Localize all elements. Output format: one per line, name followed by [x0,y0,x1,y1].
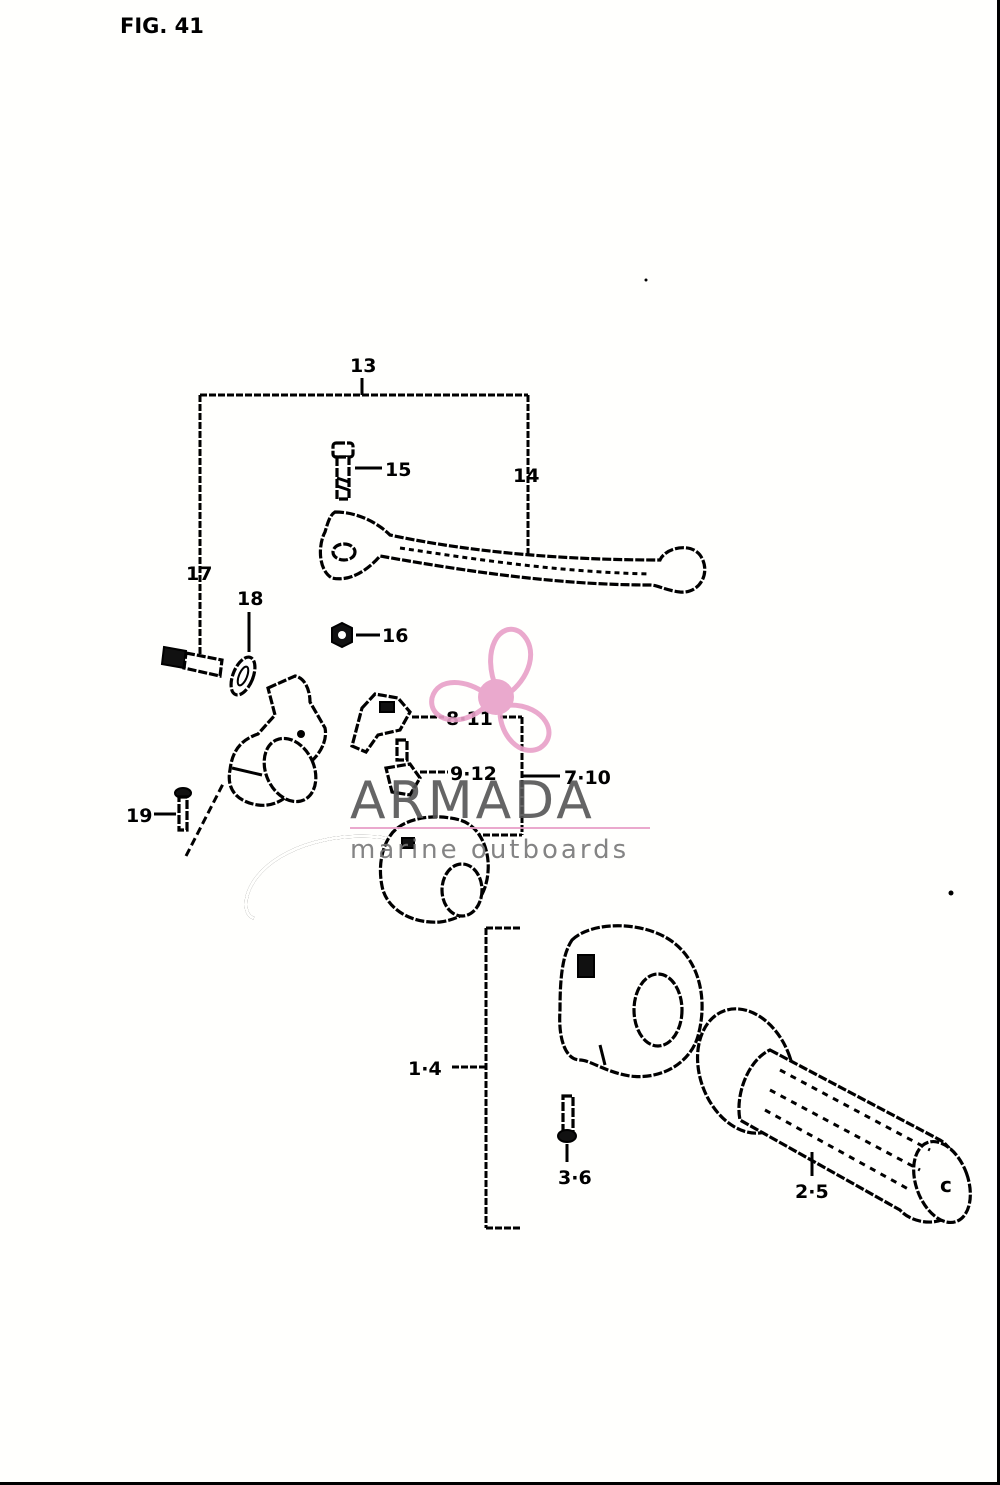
figure-title: FIG. 41 [120,14,204,38]
bracket-1-4 [452,926,522,1230]
part-lever-holder [227,674,328,807]
part-switch-housing-with-cable [244,815,490,924]
part-2-5-grip: c [695,1007,972,1225]
part-19-screw [154,781,226,857]
callout-3-6: 3·6 [558,1167,592,1189]
callout-16: 16 [382,625,408,647]
svg-text:c: c [940,1173,952,1197]
watermark-brand: ARMADA [350,771,595,831]
part-9-12-small-switch [384,738,448,797]
part-throttle-housing [558,924,704,1079]
callout-13: 13 [350,355,376,377]
part-8-11-switch [350,692,444,754]
part-18-washer [229,612,257,697]
watermark: ARMADA marine outboards [350,626,650,865]
callout-14: 14 [513,465,539,487]
callout-7-10: 7·10 [564,767,611,789]
callout-9-12: 9·12 [450,763,497,785]
part-3-6-screw [557,1094,577,1162]
part-16-nut [331,621,380,649]
callout-1-4: 1·4 [408,1058,442,1080]
speck [948,890,954,896]
part-14-lever [318,510,707,594]
callout-17: 17 [186,563,212,585]
callout-2-5: 2·5 [795,1181,829,1203]
callout-18: 18 [237,588,263,610]
propeller-logo [429,626,552,753]
speck [644,278,648,282]
callout-15: 15 [385,459,411,481]
bracket-13 [198,378,530,655]
watermark-tagline: marine outboards [350,835,629,865]
part-15-pivot-bolt [331,441,382,501]
callout-19: 19 [126,805,152,827]
part-17-bolt [160,645,224,678]
